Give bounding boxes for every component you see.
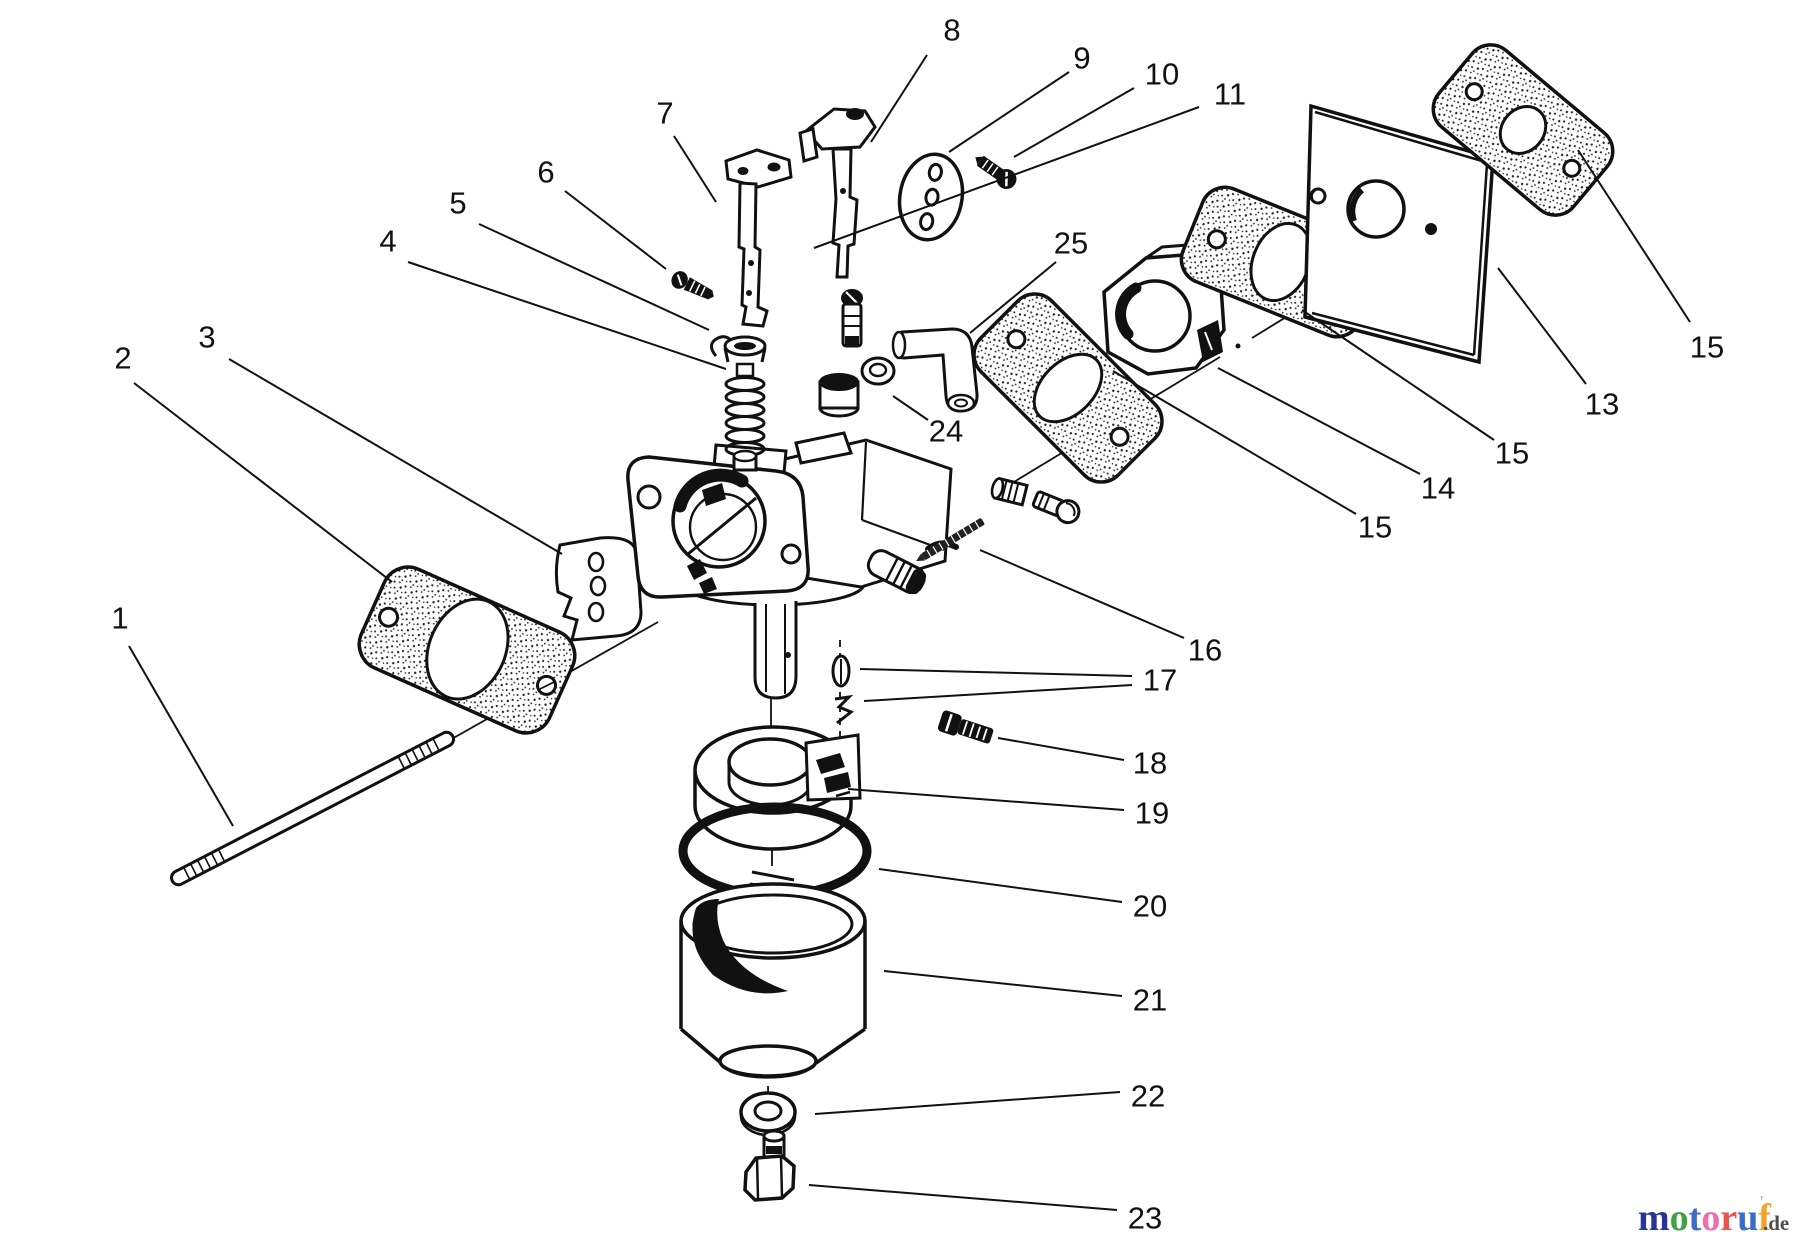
callout-11-10: 11 bbox=[1214, 77, 1246, 112]
throttle-plate-edge bbox=[687, 496, 757, 556]
callout-14-14: 14 bbox=[1421, 471, 1455, 506]
callout-19-21: 19 bbox=[1135, 796, 1169, 831]
throttle-shaft bbox=[724, 148, 793, 328]
leader-line-22 bbox=[814, 1091, 1121, 1115]
logo-domain-suffix: .de bbox=[1763, 1211, 1789, 1235]
logo-tick: ' bbox=[1760, 1192, 1763, 1212]
axis-dot bbox=[1235, 343, 1241, 349]
callout-22-24: 22 bbox=[1131, 1079, 1165, 1114]
callout-16-18: 16 bbox=[1188, 633, 1222, 668]
stud-threads-bottom bbox=[182, 849, 226, 881]
leader-line-18 bbox=[997, 737, 1125, 761]
callout-10-9: 10 bbox=[1145, 57, 1179, 92]
axis-through-gasket-hole bbox=[537, 680, 557, 691]
leader-line-24 bbox=[892, 395, 929, 421]
callout-4-3: 4 bbox=[379, 224, 396, 259]
jet-plug-b bbox=[1031, 490, 1081, 525]
leader-line-16 bbox=[979, 549, 1185, 639]
gasket-carb-mount bbox=[357, 565, 577, 735]
callout-24-12: 24 bbox=[929, 414, 963, 449]
callout-1-0: 1 bbox=[111, 601, 128, 636]
idle-jet-screw bbox=[841, 289, 863, 348]
leader-line-11 bbox=[813, 106, 1200, 249]
callout-15-16: 15 bbox=[1358, 510, 1392, 545]
leader-line-9 bbox=[948, 71, 1070, 153]
flange-bolt-hole-right bbox=[780, 543, 802, 565]
leader-line-23 bbox=[808, 1184, 1118, 1211]
leader-line-25 bbox=[969, 261, 1057, 334]
bowl-nut bbox=[743, 1129, 796, 1202]
jet-plug-a bbox=[990, 476, 1029, 507]
carburetor-body bbox=[626, 356, 959, 700]
drain-washer bbox=[739, 1091, 797, 1137]
fuel-inlet-barb bbox=[866, 549, 927, 595]
needle-and-spring bbox=[710, 335, 767, 472]
callout-23-25: 23 bbox=[1128, 1201, 1162, 1236]
callout-18-20: 18 bbox=[1133, 746, 1167, 781]
leader-line-20 bbox=[878, 868, 1123, 903]
stud-threads-top bbox=[397, 738, 441, 770]
callout-3-2: 3 bbox=[198, 320, 215, 355]
leader-line-3 bbox=[228, 358, 563, 555]
callout-15-17: 15 bbox=[1690, 330, 1724, 365]
leader-line-19 bbox=[847, 788, 1125, 811]
float-pin-and-clip bbox=[831, 654, 854, 725]
callout-6-5: 6 bbox=[537, 155, 554, 190]
callout-20-22: 20 bbox=[1133, 889, 1167, 924]
leader-line-15 bbox=[1112, 370, 1357, 515]
float bbox=[693, 725, 862, 851]
leader-line-4 bbox=[407, 261, 727, 370]
elbow-fuel-pipe bbox=[891, 327, 979, 413]
callout-15-15: 15 bbox=[1495, 436, 1529, 471]
mounting-stud bbox=[170, 730, 455, 887]
manifold-spacer bbox=[1102, 241, 1226, 376]
choke-shaft bbox=[798, 107, 877, 348]
leader-line-17 bbox=[859, 668, 1133, 677]
float-hinge-lug bbox=[687, 559, 707, 580]
leader-line-5 bbox=[478, 223, 710, 331]
leader-line-14 bbox=[1217, 367, 1421, 475]
callout-2-1: 2 bbox=[114, 341, 131, 376]
assembly-axis-lines bbox=[449, 229, 1429, 1159]
leader-line-1 bbox=[128, 645, 234, 827]
leader-line-17 bbox=[863, 684, 1133, 702]
callout-13-13: 13 bbox=[1585, 387, 1619, 422]
float-bowl bbox=[679, 882, 867, 1079]
callout-5-4: 5 bbox=[449, 186, 466, 221]
leader-line-2 bbox=[133, 382, 393, 583]
plate-screw bbox=[975, 155, 1017, 190]
drain-bolt bbox=[937, 710, 994, 744]
leader-line-10 bbox=[1013, 87, 1135, 158]
leader-line-6 bbox=[564, 190, 667, 270]
needle-hook bbox=[710, 335, 735, 357]
manifold-gasket-inner bbox=[972, 292, 1164, 484]
motoruf-watermark: motoruf'.de bbox=[1638, 1192, 1789, 1239]
heat-shield-plate bbox=[1303, 103, 1495, 365]
leader-line-8 bbox=[870, 54, 928, 143]
shaft-boss bbox=[794, 431, 853, 465]
leader-line-21 bbox=[883, 970, 1123, 997]
bore-shadow bbox=[673, 468, 749, 513]
gasket-plate-small bbox=[554, 536, 643, 642]
callout-25-11: 25 bbox=[1054, 226, 1088, 261]
bowl-retainer-rod bbox=[916, 518, 985, 562]
callout-21-23: 21 bbox=[1133, 983, 1167, 1018]
logo-text: motoruf bbox=[1638, 1197, 1772, 1239]
leader-line-7 bbox=[673, 135, 717, 203]
manifold-gasket-end bbox=[1431, 43, 1615, 217]
leader-line-15 bbox=[1577, 149, 1691, 323]
choke-plate-disc bbox=[897, 152, 965, 242]
leader-line-15 bbox=[1301, 309, 1495, 441]
callout-17-19: 17 bbox=[1143, 663, 1177, 698]
callout-8-7: 8 bbox=[943, 13, 960, 48]
main-nozzle-tube bbox=[753, 601, 798, 700]
callout-7-6: 7 bbox=[656, 96, 673, 131]
spring-coil bbox=[724, 376, 766, 392]
leader-line-13 bbox=[1497, 267, 1587, 385]
callout-9-8: 9 bbox=[1073, 41, 1090, 76]
flange-bolt-hole-left bbox=[636, 484, 662, 510]
bracket-screw bbox=[671, 271, 714, 300]
